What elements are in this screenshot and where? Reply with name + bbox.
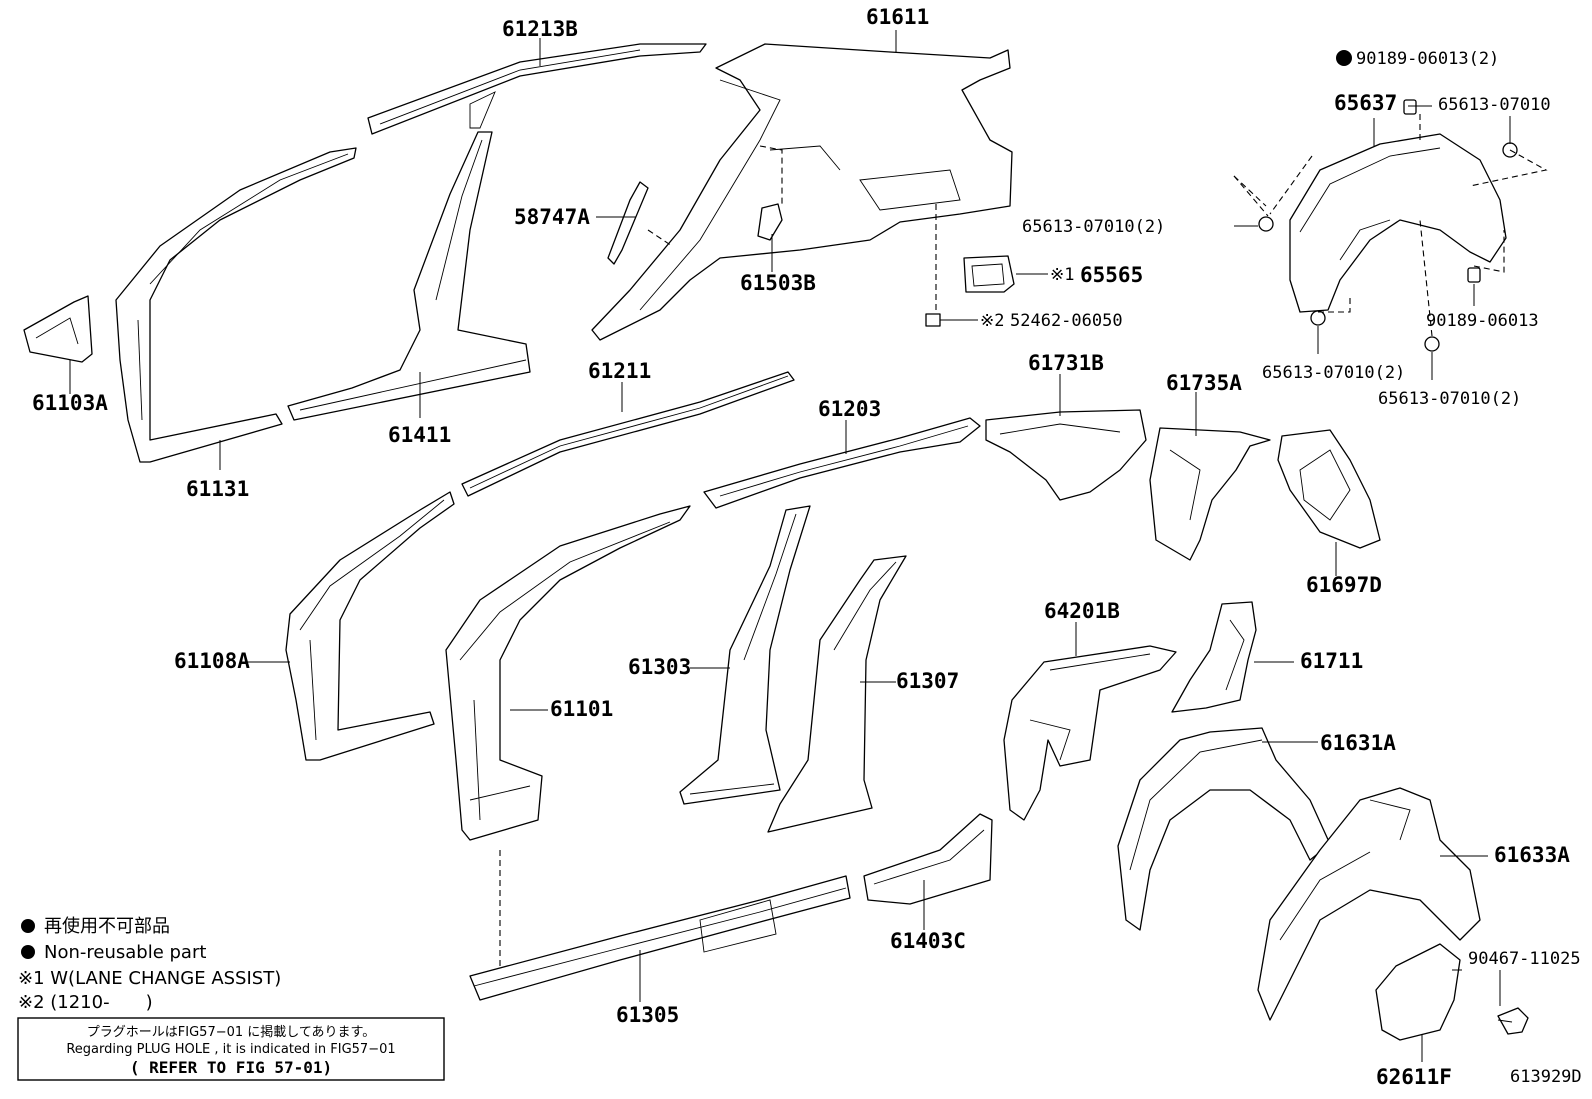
part-61305: [469, 875, 851, 1001]
label-61697D: 61697D: [1306, 573, 1382, 597]
label-61101: 61101: [550, 697, 613, 721]
label-52462-06050: 52462-06050: [1010, 311, 1123, 331]
fastener-90189-06013-a: [1403, 99, 1417, 115]
part-61108A: [285, 491, 455, 761]
label-61403C: 61403C: [890, 929, 966, 953]
label-90467-11025: 90467-11025: [1468, 949, 1581, 969]
legend-note1: ※1 W(LANE CHANGE ASSIST): [18, 968, 281, 989]
bullet-icon: [21, 919, 35, 933]
label-61307: 61307: [896, 669, 959, 693]
part-61711: [1171, 601, 1257, 713]
legend: 再使用不可部品 Non-reusable part ※1 W(LANE CHAN…: [18, 916, 281, 1013]
part-61631A: [1117, 727, 1331, 931]
label-61213B: 61213B: [502, 17, 578, 41]
part-61211: [461, 371, 795, 497]
part-61101: [445, 505, 691, 841]
label-65565: 65565: [1080, 263, 1143, 287]
non-reusable-bullet-icon: [1336, 50, 1352, 66]
part-61203: [703, 417, 981, 509]
fastener-90189-06013-b: [1467, 267, 1481, 283]
legend-en: Non-reusable part: [44, 942, 206, 963]
part-64201B: [1003, 645, 1177, 821]
part-61403C: [863, 813, 993, 905]
part-61611: [591, 43, 1013, 341]
fastener-65613-07010-d: [1424, 336, 1440, 352]
part-61303: [679, 505, 811, 805]
part-61503B: [757, 203, 783, 241]
label-61711: 61711: [1300, 649, 1363, 673]
part-62611F: [1375, 943, 1461, 1041]
label-90189-06013-2: 90189-06013(2): [1356, 49, 1499, 69]
part-61307: [767, 555, 907, 833]
label-61735A: 61735A: [1166, 371, 1242, 395]
label-61305: 61305: [616, 1003, 679, 1027]
label-mark2: ※2: [980, 311, 1004, 331]
label-65613-07010-2-right: 65613-07010(2): [1378, 389, 1521, 409]
label-65613-07010-2-mid: 65613-07010(2): [1262, 363, 1405, 383]
part-61731B: [985, 409, 1147, 501]
part-58747A: [607, 181, 649, 265]
label-65613-07010-2-left: 65613-07010(2): [1022, 217, 1165, 237]
part-65565: [963, 255, 1015, 293]
legend-ja: 再使用不可部品: [44, 916, 170, 937]
part-labels: 61213B 61611 58747A 61503B 61103A 61411 …: [32, 5, 1582, 1089]
label-61411: 61411: [388, 423, 451, 447]
part-61697D: [1277, 429, 1381, 549]
label-61611: 61611: [866, 5, 929, 29]
part-52462-06050: [925, 313, 941, 327]
label-61131: 61131: [186, 477, 249, 501]
label-61631A: 61631A: [1320, 731, 1396, 755]
label-65637: 65637: [1334, 91, 1397, 115]
label-61203: 61203: [818, 397, 881, 421]
label-61731B: 61731B: [1028, 351, 1104, 375]
label-61108A: 61108A: [174, 649, 250, 673]
note-ja: プラグホールはFIG57−01 に掲載してあります。: [87, 1024, 375, 1040]
leader-lines: [69, 30, 1511, 1062]
note-ref: ( REFER TO FIG 57-01): [130, 1058, 332, 1077]
label-mark1: ※1: [1050, 265, 1074, 285]
label-58747A: 58747A: [514, 205, 590, 229]
part-90467-11025: [1497, 1007, 1529, 1035]
part-61411: [287, 131, 531, 421]
legend-note2: ※2 (1210- ): [18, 992, 153, 1013]
figure-id: 613929D: [1510, 1067, 1582, 1087]
part-61735A: [1149, 427, 1271, 561]
label-62611F: 62611F: [1376, 1065, 1452, 1089]
part-61633A: [1257, 787, 1481, 1021]
label-61103A: 61103A: [32, 391, 108, 415]
note-box: プラグホールはFIG57−01 に掲載してあります。 Regarding PLU…: [17, 1017, 445, 1081]
fastener-65613-07010-c: [1310, 310, 1326, 326]
part-61131: [115, 147, 357, 463]
label-61303: 61303: [628, 655, 691, 679]
label-61503B: 61503B: [740, 271, 816, 295]
bullet-icon: [21, 945, 35, 959]
note-en: Regarding PLUG HOLE , it is indicated in…: [66, 1042, 395, 1057]
assembly-lines: [499, 114, 1548, 970]
label-61211: 61211: [588, 359, 651, 383]
label-90189-06013: 90189-06013: [1426, 311, 1539, 331]
fastener-65613-07010-b: [1258, 216, 1274, 232]
part-61103A: [23, 295, 93, 363]
label-61633A: 61633A: [1494, 843, 1570, 867]
label-65613-07010-top: 65613-07010: [1438, 95, 1551, 115]
label-64201B: 64201B: [1044, 599, 1120, 623]
part-61213B: [367, 43, 707, 135]
